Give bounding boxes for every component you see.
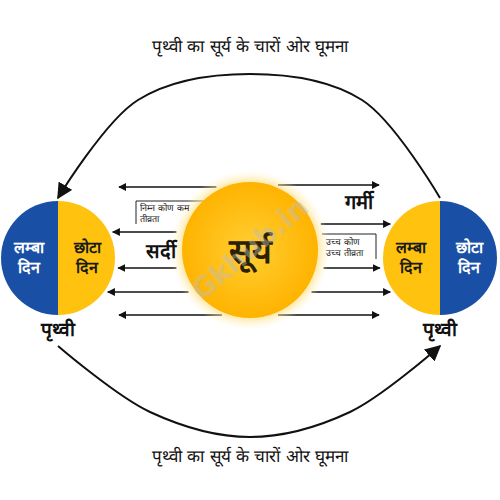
day-label: छोटा दिन [62, 201, 112, 315]
earth-label: पृथ्वी [1, 315, 115, 343]
sun-ray [113, 231, 177, 233]
orbit-caption: पृथ्वी का सूर्य के चारों ओर घूमना [30, 34, 470, 57]
sun-ray [311, 291, 390, 293]
half-fill [440, 201, 497, 315]
earth-half: लम्बा दिन [383, 201, 440, 315]
sun-glow [170, 170, 330, 330]
sun-ray [108, 291, 189, 293]
sun-ray [324, 267, 380, 269]
sun-circle: सूर्य [170, 170, 330, 330]
day-label: लम्बा दिन [386, 201, 436, 315]
earth-circle: पृथ्वीलम्बा दिनछोटा दिन [1, 201, 115, 343]
sun-ray [118, 267, 176, 269]
half-fill [58, 201, 115, 315]
earth-label: पृथ्वी [383, 315, 497, 343]
callout-bracket [322, 234, 376, 259]
orbit-arrow [58, 346, 440, 437]
earth-half: छोटा दिन [58, 201, 115, 315]
sun-label: सूर्य [170, 170, 330, 330]
day-label: छोटा दिन [444, 201, 494, 315]
earth-half: लम्बा दिन [1, 201, 58, 315]
earth-half: छोटा दिन [440, 201, 497, 315]
orbit-caption: पृथ्वी का सूर्य के चारों ओर घूमना [30, 444, 470, 467]
callout-note: उच्च कोण उच्च तीव्रता [326, 237, 374, 259]
sun-ray [321, 223, 390, 225]
half-fill [383, 201, 440, 315]
half-fill [1, 201, 58, 315]
day-label: लम्बा दिन [4, 201, 54, 315]
season-label: गर्मी [324, 190, 394, 214]
earth-circle: पृथ्वीलम्बा दिनछोटा दिन [383, 201, 497, 343]
